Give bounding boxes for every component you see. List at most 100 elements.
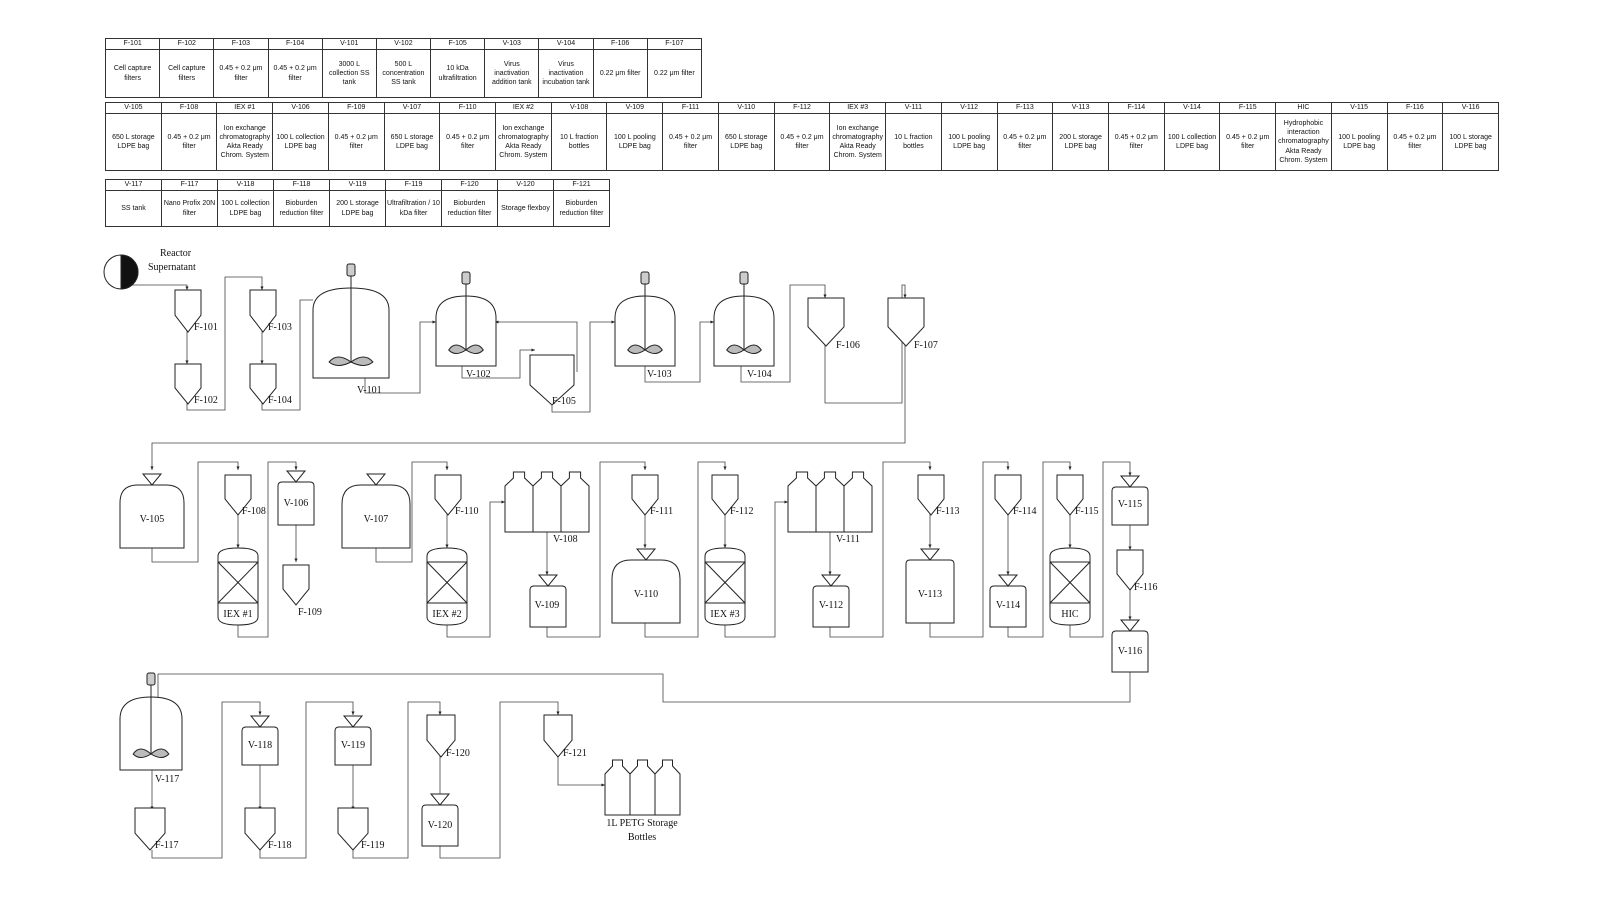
filter-shape [249,363,277,405]
column-packing-line [426,561,468,604]
pipe-line [546,461,647,638]
motor-icon [461,271,471,285]
inlet-cone [1119,619,1141,632]
motor-icon [640,271,650,285]
impeller-blade [627,344,646,354]
filter-label: F-113 [936,506,960,517]
bag-shape [277,481,315,526]
legend-description-cell: 0.45 + 0.2 μm filter [773,113,831,171]
filter-shape [917,474,945,516]
legend-description-cell: 0.45 + 0.2 μm filter [1107,113,1165,171]
inlet-cone [1119,475,1141,488]
inlet-cone [537,574,559,587]
legend-description-cell: Bioburden reduction filter [553,190,610,227]
bag-shape [1111,630,1149,673]
pipe-line [352,701,442,859]
bag-label: V-110 [634,589,658,600]
bag-shape [421,804,459,847]
filter-label: F-119 [361,840,385,851]
pipe-line [829,461,932,638]
pipe-line [259,701,355,859]
legend-description-cell: Ultrafiltration / 10 kDa filter [385,190,442,227]
filter-shape [337,807,369,851]
pipe-line [186,276,264,411]
legend-description-cell: Ion exchange chromatography Akta Ready C… [216,113,274,171]
legend-description-cell: 0.22 μm filter [646,49,703,98]
bag-label: V-118 [248,740,272,751]
tank-label: V-101 [357,385,382,396]
legend-description-cell: 100 L collection LDPE bag [217,190,274,227]
legend-description-cell: 200 L storage LDPE bag [329,190,386,227]
legend-description-cell: 10 L fraction bottles [550,113,608,171]
bag-shape [241,726,279,766]
filter-shape [174,289,202,333]
bag-label: V-109 [535,600,560,611]
bottle-shape [560,471,590,533]
motor-icon [346,263,356,277]
filter-shape [887,297,925,347]
pipe-line [495,320,578,372]
impeller-blade [132,748,152,758]
bag-shape [1111,486,1149,526]
pipe-line [446,500,505,638]
legend-description-cell: Cell capture filters [104,49,161,98]
bottle-shape [504,471,534,533]
inlet-cone [919,548,941,561]
source-label: Supernatant [148,262,196,273]
bag-shape [341,484,411,549]
inlet-cone [365,473,387,486]
filter-shape [282,564,310,606]
column-label: IEX #2 [432,609,461,620]
bottle-shape [604,759,631,816]
column-shape [426,547,468,626]
legend-description-cell: 0.45 + 0.2 μm filter [267,49,323,98]
filter-label: F-117 [155,840,179,851]
filter-shape [994,474,1022,516]
pipe-line [364,320,436,394]
inlet-cone [249,715,271,728]
legend-description-cell: 500 L concentration SS tank [375,49,432,98]
legend-description-cell: 0.45 + 0.2 μm filter [996,113,1054,171]
pipe-line [740,284,827,383]
bag-label: V-116 [1118,646,1142,657]
inlet-cone [820,574,842,587]
filter-label: F-108 [242,506,266,517]
pipe-line [237,461,298,638]
pipe-line [824,284,907,404]
column-label: IEX #3 [710,609,739,620]
inlet-cone [342,715,364,728]
filter-label: F-102 [194,395,218,406]
impeller-blade [726,344,745,354]
bag-shape [989,585,1027,628]
inlet-cone [997,574,1019,587]
bag-label: V-115 [1118,499,1142,510]
inlet-cone [285,470,307,483]
legend-description-cell: Bioburden reduction filter [441,190,498,227]
bag-shape [119,484,185,549]
legend-description-cell: Virus inactivation addition tank [484,49,540,98]
filter-label: F-111 [650,506,673,517]
bag-label: V-112 [819,600,843,611]
tank-label: V-103 [647,369,672,380]
pipe-line [551,320,615,413]
pipe-line [461,348,535,379]
bottle-shape [787,471,817,533]
bottle-shape [843,471,873,533]
legend-description-cell: 650 L storage LDPE bag [105,113,162,171]
pipe-line [157,672,1131,703]
motor-icon [146,672,156,686]
filter-label: F-109 [298,607,322,618]
bottle-label: V-108 [553,534,578,545]
filter-shape [807,297,845,347]
impeller-blade [350,356,374,366]
bottle-shape [532,471,562,533]
filter-shape [1116,549,1144,591]
pipe-line [150,345,906,470]
legend-description-cell: SS tank [105,190,162,227]
bottle-shape [654,759,681,816]
inlet-cone [429,793,451,806]
bag-label: V-119 [341,740,365,751]
